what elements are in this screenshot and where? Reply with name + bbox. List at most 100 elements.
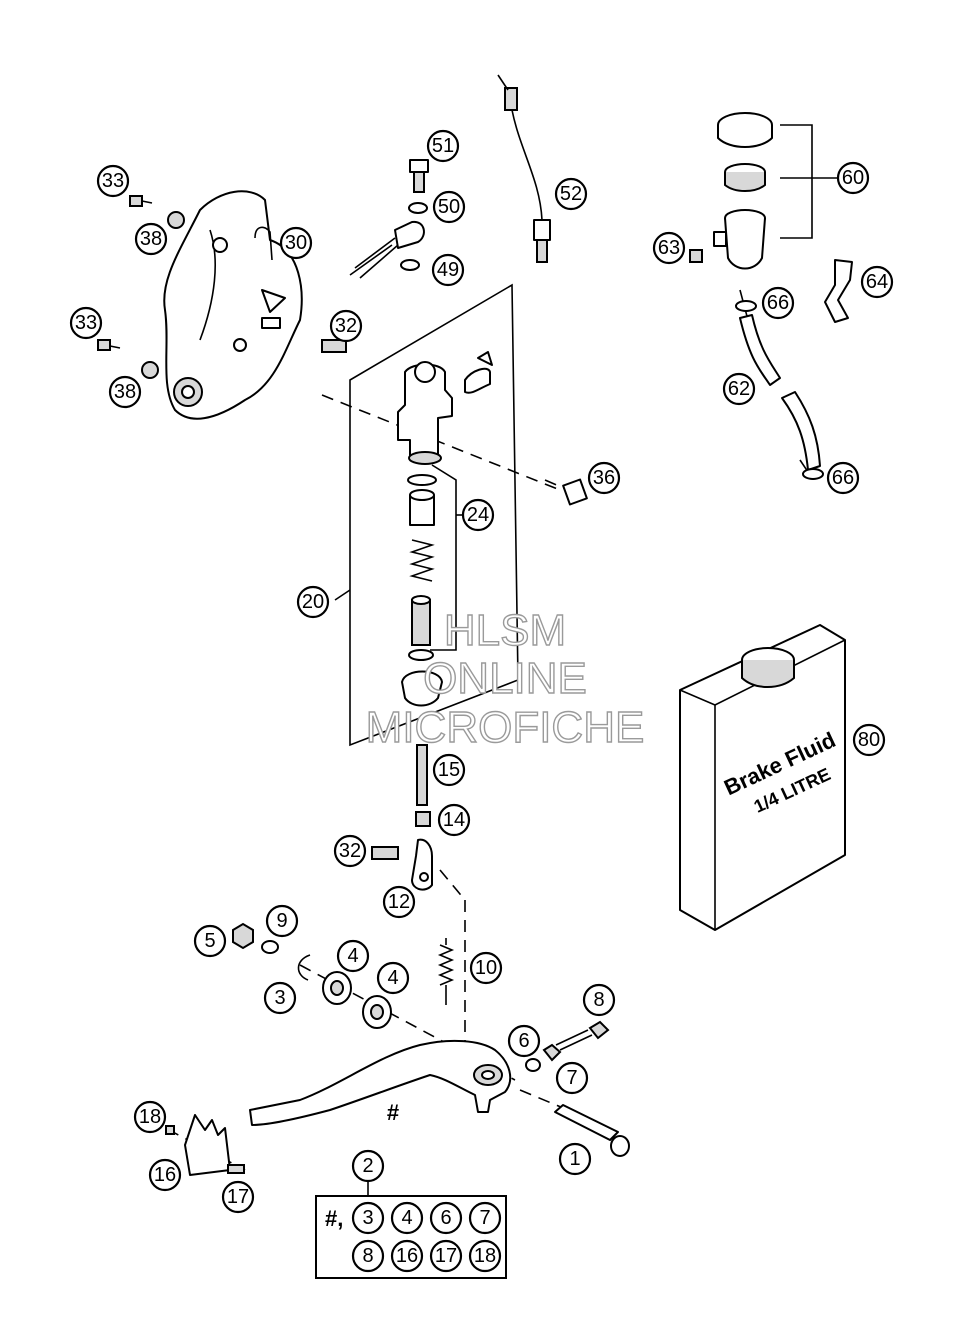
svg-text:17: 17	[435, 1245, 457, 1267]
svg-text:64: 64	[866, 271, 888, 293]
svg-text:20: 20	[302, 591, 324, 613]
svg-text:32: 32	[339, 840, 361, 862]
svg-text:16: 16	[154, 1164, 176, 1186]
svg-text:4: 4	[347, 945, 358, 967]
svg-text:51: 51	[432, 135, 454, 157]
svg-text:8: 8	[593, 989, 604, 1011]
callout-15[interactable]: 15	[432, 753, 466, 787]
callout-49[interactable]: 49	[431, 253, 465, 287]
svg-text:15: 15	[438, 759, 460, 781]
callout-5[interactable]: 5	[193, 924, 227, 958]
pedal-bolts-illustration	[525, 1020, 630, 1157]
heel-guard-bolts-illustration	[97, 195, 185, 379]
kit-item-17[interactable]: 17	[429, 1239, 463, 1273]
callout-6[interactable]: 6	[507, 1024, 541, 1058]
callout-66b[interactable]: 66	[826, 461, 860, 495]
master-cylinder-illustration	[321, 339, 588, 891]
svg-text:2: 2	[362, 1155, 373, 1177]
brake-fluid-can-illustration: Brake Fluid 1/4 LITRE	[679, 624, 846, 931]
callout-18[interactable]: 18	[133, 1100, 167, 1134]
pedal-marker: #	[387, 1100, 399, 1125]
kit-item-8[interactable]: 8	[351, 1239, 385, 1273]
callout-9[interactable]: 9	[265, 904, 299, 938]
callout-32a[interactable]: 32	[329, 309, 363, 343]
svg-text:7: 7	[566, 1067, 577, 1089]
callout-7[interactable]: 7	[555, 1061, 589, 1095]
callout-63[interactable]: 63	[652, 231, 686, 265]
svg-text:5: 5	[204, 930, 215, 952]
callout-14[interactable]: 14	[437, 803, 471, 837]
svg-text:62: 62	[728, 378, 750, 400]
svg-text:18: 18	[139, 1106, 161, 1128]
banjo-bolt-illustration	[349, 159, 429, 279]
svg-text:24: 24	[467, 504, 489, 526]
svg-text:60: 60	[842, 167, 864, 189]
callout-16[interactable]: 16	[148, 1158, 182, 1192]
kit-item-3[interactable]: 3	[351, 1201, 385, 1235]
svg-text:9: 9	[276, 910, 287, 932]
kit-item-7[interactable]: 7	[468, 1201, 502, 1235]
svg-text:1: 1	[569, 1148, 580, 1170]
watermark: HLSM ONLINE MICROFICHE	[365, 605, 645, 752]
callout-24[interactable]: 24	[461, 498, 495, 532]
callout-20[interactable]: 20	[296, 585, 330, 619]
callout-60[interactable]: 60	[836, 161, 870, 195]
callout-3[interactable]: 3	[263, 981, 297, 1015]
callout-33b[interactable]: 33	[69, 306, 103, 340]
kit-item-16[interactable]: 16	[390, 1239, 424, 1273]
kit-item-18[interactable]: 18	[468, 1239, 502, 1273]
svg-text:4: 4	[387, 967, 398, 989]
svg-text:3: 3	[274, 987, 285, 1009]
callout-51[interactable]: 51	[426, 129, 460, 163]
callout-4a[interactable]: 4	[336, 939, 370, 973]
callout-80[interactable]: 80	[852, 723, 886, 757]
callout-30[interactable]: 30	[279, 226, 313, 260]
svg-text:MICROFICHE: MICROFICHE	[366, 703, 645, 752]
callout-66a[interactable]: 66	[761, 286, 795, 320]
svg-text:36: 36	[593, 467, 615, 489]
brake-pedal-illustration: #	[249, 1039, 512, 1126]
callout-36[interactable]: 36	[587, 461, 621, 495]
svg-text:66: 66	[767, 292, 789, 314]
pedal-hardware-illustration	[232, 922, 392, 1029]
pedal-tip-illustration	[165, 1114, 245, 1176]
svg-text:3: 3	[362, 1207, 373, 1229]
svg-text:49: 49	[437, 259, 459, 281]
svg-text:66: 66	[832, 467, 854, 489]
svg-text:63: 63	[658, 237, 680, 259]
kit-item-4[interactable]: 4	[390, 1201, 424, 1235]
kit-prefix: #,	[325, 1206, 343, 1231]
svg-text:HLSM: HLSM	[444, 606, 566, 655]
svg-text:38: 38	[114, 381, 136, 403]
callout-62[interactable]: 62	[722, 372, 756, 406]
svg-text:12: 12	[388, 891, 410, 913]
svg-text:10: 10	[475, 957, 497, 979]
svg-text:52: 52	[560, 183, 582, 205]
callout-50[interactable]: 50	[432, 190, 466, 224]
callout-33a[interactable]: 33	[96, 164, 130, 198]
svg-text:8: 8	[362, 1245, 373, 1267]
callout-52[interactable]: 52	[554, 177, 588, 211]
callout-12[interactable]: 12	[382, 885, 416, 919]
svg-text:4: 4	[401, 1207, 412, 1229]
callout-38a[interactable]: 38	[134, 222, 168, 256]
callout-2[interactable]: 2	[351, 1149, 385, 1183]
pedal-spring-illustration	[437, 938, 455, 1005]
callout-1[interactable]: 1	[558, 1142, 592, 1176]
callout-38b[interactable]: 38	[108, 375, 142, 409]
callout-32b[interactable]: 32	[333, 834, 367, 868]
svg-text:18: 18	[474, 1245, 496, 1267]
svg-text:38: 38	[140, 228, 162, 250]
svg-text:30: 30	[285, 232, 307, 254]
svg-text:17: 17	[227, 1186, 249, 1208]
kit-item-6[interactable]: 6	[429, 1201, 463, 1235]
callout-4b[interactable]: 4	[376, 961, 410, 995]
callout-64[interactable]: 64	[860, 265, 894, 299]
svg-text:16: 16	[396, 1245, 418, 1267]
callout-10[interactable]: 10	[469, 951, 503, 985]
svg-text:80: 80	[858, 729, 880, 751]
svg-text:50: 50	[438, 196, 460, 218]
callout-17[interactable]: 17	[221, 1180, 255, 1214]
callout-8[interactable]: 8	[582, 983, 616, 1017]
svg-text:14: 14	[443, 809, 465, 831]
